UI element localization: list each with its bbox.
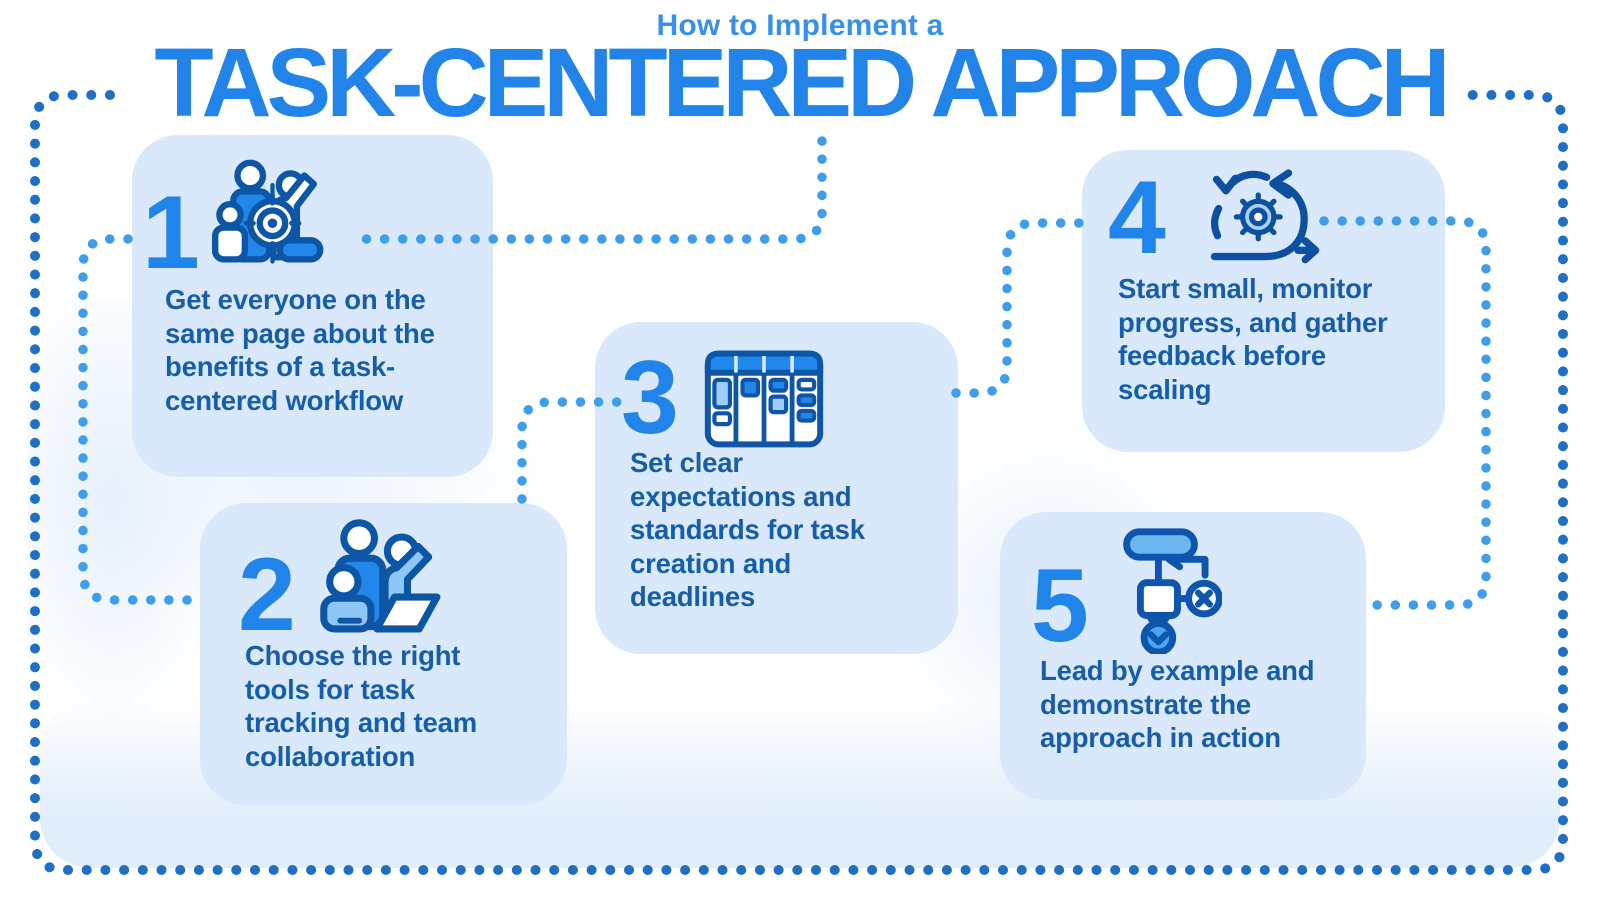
step-card-5: 5 Lead by example and demonstrate the ap… [1000, 512, 1366, 800]
title-kicker: How to Implement a [656, 9, 944, 42]
team-collaboration-laptop-icon [312, 517, 444, 643]
connector-step3-step4 [951, 218, 1087, 398]
agile-sprint-cycle-icon [1204, 166, 1324, 272]
page-title: TASK-CENTERED APPROACH [154, 28, 1450, 137]
step-4-description: Start small, monitor progress, and gathe… [1118, 273, 1388, 405]
step-1-number: 1 [142, 175, 200, 291]
step-3-number: 3 [621, 340, 679, 456]
step-5-number: 5 [1031, 548, 1089, 664]
step-1-description: Get everyone on the same page about the … [165, 284, 435, 416]
step-3-description: Set clear expectations and standards for… [630, 447, 865, 612]
step-4-number: 4 [1108, 160, 1166, 276]
kanban-board-icon [703, 350, 825, 448]
team-target-icon [212, 159, 334, 277]
step-5-description: Lead by example and demonstrate the appr… [1040, 655, 1315, 753]
step-2-description: Choose the right tools for task tracking… [245, 640, 477, 772]
step-2-number: 2 [238, 537, 296, 653]
step-card-2: 2 Choose the right tools for task tracki… [200, 503, 567, 805]
step-card-3: 3 Set clear expectations and [595, 322, 958, 654]
workflow-flowchart-icon [1116, 524, 1222, 654]
step-card-4: 4 Start small, monitor pr [1082, 150, 1445, 452]
step-card-1: 1 Get everyone on the same p [132, 135, 493, 477]
